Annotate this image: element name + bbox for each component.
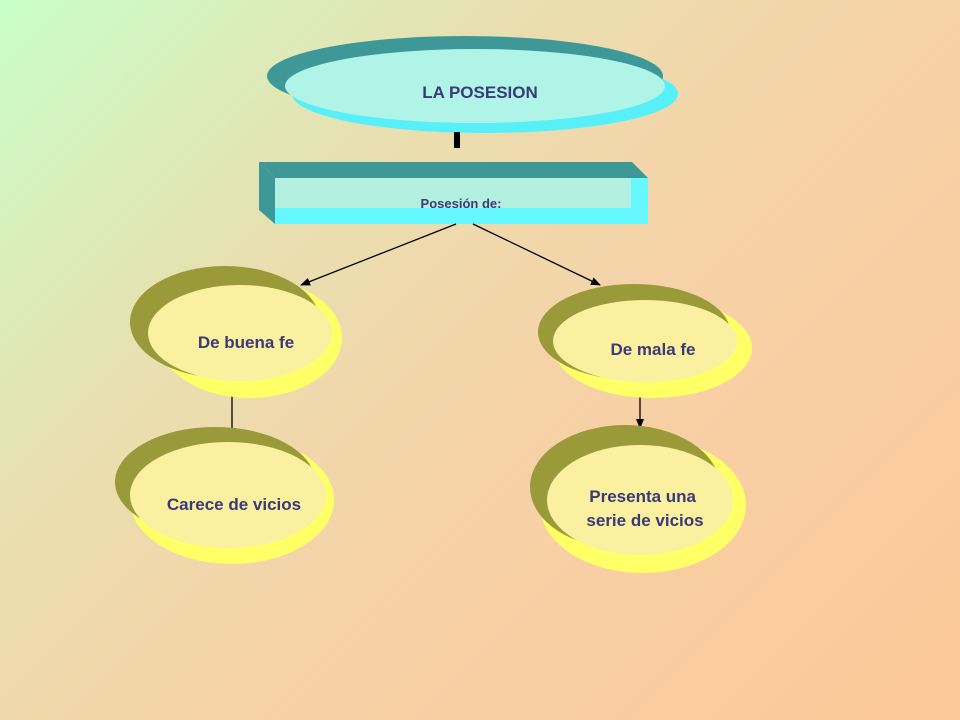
root-label: LA POSESION [422,83,538,102]
leaf-carece-line-1: Carece de vicios [167,495,301,514]
leaf-node-presenta: Presenta una serie de vicios [530,425,746,573]
arrow-to-mala-fe [472,223,601,286]
branch-label-mala-fe: De mala fe [610,340,695,359]
connector-box: Posesión de: [259,162,648,224]
leaf-presenta-line-1: Presenta una [589,487,696,506]
root-node: LA POSESION [267,36,678,133]
leaf-presenta-line-2: serie de vicios [586,511,703,530]
leaf-label-carece: Carece de vicios [167,495,301,514]
branch-node-mala-fe: De mala fe [538,284,752,398]
leaf-node-carece: Carece de vicios [115,427,334,564]
arrow-to-buena-fe [300,223,457,286]
leaf-label-presenta: Presenta una serie de vicios [586,487,703,530]
connector-label: Posesión de: [421,196,502,211]
branch-label-buena-fe: De buena fe [198,333,294,352]
root-connector-stub [454,132,460,148]
branch-node-buena-fe: De buena fe [130,266,342,398]
